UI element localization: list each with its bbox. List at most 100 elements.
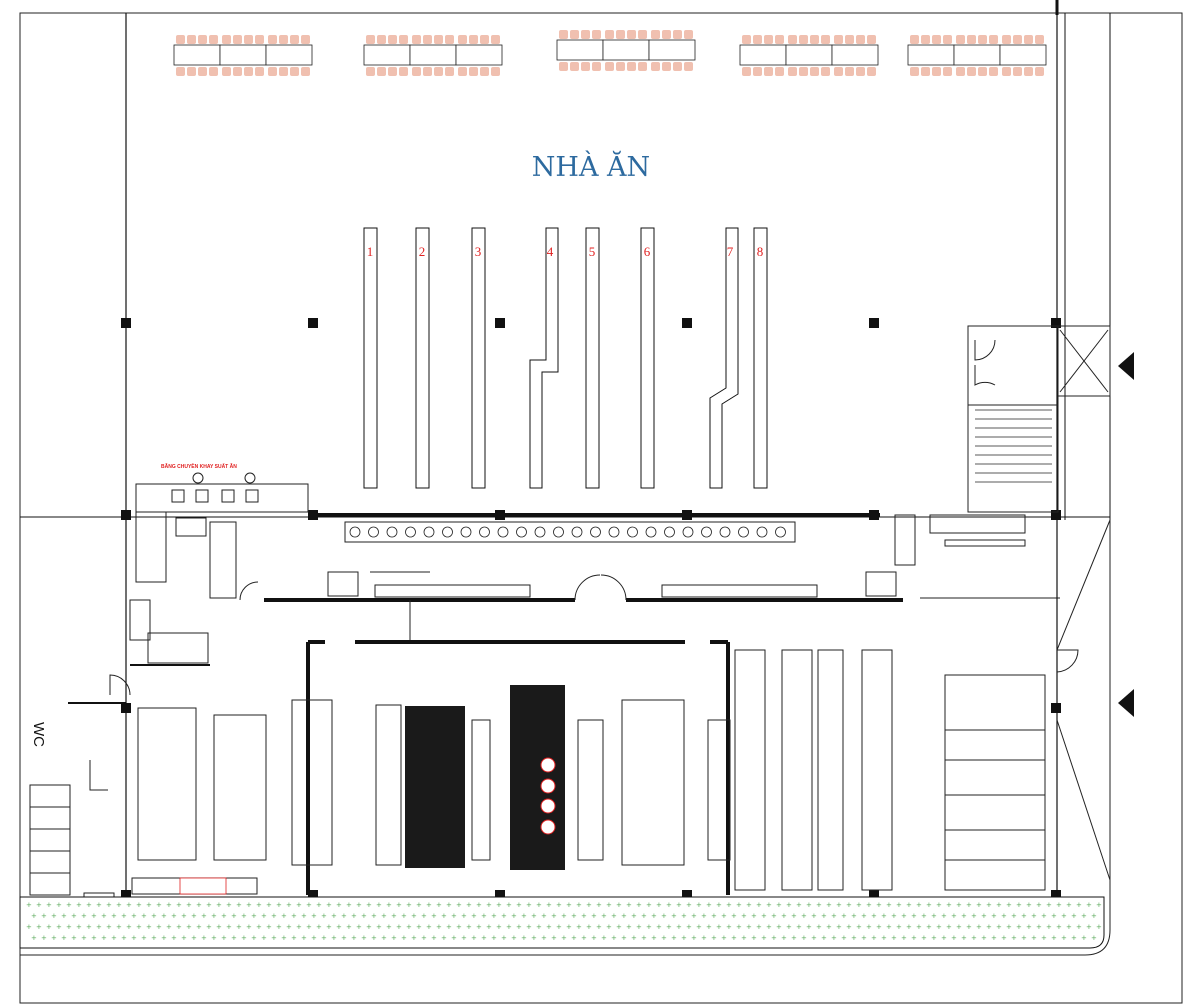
svg-text:+: + (976, 923, 982, 931)
svg-text:+: + (836, 923, 842, 931)
svg-text:+: + (1041, 934, 1047, 942)
svg-text:+: + (1011, 912, 1017, 920)
svg-text:+: + (1051, 934, 1057, 942)
svg-text:+: + (511, 912, 517, 920)
svg-text:+: + (646, 923, 652, 931)
svg-text:+: + (316, 923, 322, 931)
svg-text:+: + (131, 912, 137, 920)
svg-text:+: + (461, 912, 467, 920)
svg-text:+: + (756, 901, 762, 909)
svg-text:+: + (451, 934, 457, 942)
svg-text:+: + (151, 912, 157, 920)
svg-text:+: + (71, 934, 77, 942)
svg-text:+: + (46, 901, 52, 909)
svg-text:+: + (406, 923, 412, 931)
svg-text:+: + (841, 912, 847, 920)
svg-text:+: + (186, 901, 192, 909)
svg-text:+: + (671, 912, 677, 920)
svg-text:+: + (701, 934, 707, 942)
svg-text:+: + (1071, 934, 1077, 942)
svg-text:+: + (266, 901, 272, 909)
svg-text:+: + (181, 934, 187, 942)
svg-text:+: + (401, 934, 407, 942)
svg-text:+: + (1076, 901, 1082, 909)
tray-conveyor: BĂNG CHUYỀN KHAY SUẤT ĂN (135, 463, 309, 513)
svg-text:+: + (216, 901, 222, 909)
svg-text:+: + (1066, 923, 1072, 931)
svg-text:+: + (846, 901, 852, 909)
svg-text:+: + (591, 934, 597, 942)
svg-text:+: + (736, 901, 742, 909)
svg-text:+: + (566, 923, 572, 931)
svg-text:+: + (501, 934, 507, 942)
svg-text:+: + (166, 901, 172, 909)
svg-text:+: + (631, 912, 637, 920)
svg-text:+: + (791, 912, 797, 920)
svg-text:+: + (361, 934, 367, 942)
svg-text:+: + (516, 901, 522, 909)
svg-text:+: + (301, 912, 307, 920)
svg-text:+: + (436, 923, 442, 931)
svg-text:+: + (1061, 912, 1067, 920)
svg-text:+: + (656, 923, 662, 931)
svg-text:+: + (56, 901, 62, 909)
svg-text:+: + (66, 923, 72, 931)
svg-text:+: + (1001, 912, 1007, 920)
svg-text:+: + (471, 912, 477, 920)
svg-text:+: + (636, 923, 642, 931)
svg-text:+: + (781, 912, 787, 920)
svg-text:+: + (831, 912, 837, 920)
svg-text:+: + (846, 923, 852, 931)
svg-text:+: + (951, 934, 957, 942)
svg-text:+: + (866, 923, 872, 931)
svg-text:+: + (726, 901, 732, 909)
svg-text:+: + (181, 912, 187, 920)
table-group (173, 35, 313, 76)
svg-text:+: + (876, 901, 882, 909)
svg-text:+: + (456, 901, 462, 909)
svg-text:+: + (366, 901, 372, 909)
lane-number: 2 (419, 244, 426, 259)
svg-text:+: + (151, 934, 157, 942)
svg-text:+: + (346, 923, 352, 931)
svg-text:+: + (996, 901, 1002, 909)
svg-text:+: + (851, 912, 857, 920)
svg-text:+: + (206, 901, 212, 909)
svg-text:+: + (746, 923, 752, 931)
svg-text:+: + (766, 901, 772, 909)
svg-text:+: + (1076, 923, 1082, 931)
svg-text:+: + (706, 901, 712, 909)
svg-text:+: + (451, 912, 457, 920)
svg-text:+: + (196, 923, 202, 931)
entrance-markers (1118, 352, 1134, 717)
svg-text:+: + (776, 923, 782, 931)
svg-text:+: + (106, 901, 112, 909)
svg-text:+: + (356, 923, 362, 931)
svg-text:+: + (796, 901, 802, 909)
svg-text:+: + (491, 912, 497, 920)
svg-text:+: + (281, 934, 287, 942)
cooking-equipment (291, 685, 731, 870)
svg-text:+: + (951, 912, 957, 920)
svg-text:+: + (956, 923, 962, 931)
svg-text:+: + (476, 901, 482, 909)
svg-text:+: + (171, 934, 177, 942)
svg-text:+: + (481, 934, 487, 942)
svg-text:+: + (686, 923, 692, 931)
table-group (739, 35, 879, 76)
svg-text:+: + (851, 934, 857, 942)
lane-number: 8 (757, 244, 764, 259)
svg-text:+: + (91, 912, 97, 920)
svg-text:+: + (341, 934, 347, 942)
svg-text:+: + (96, 923, 102, 931)
svg-text:+: + (561, 912, 567, 920)
svg-text:+: + (641, 912, 647, 920)
svg-text:+: + (931, 912, 937, 920)
svg-text:+: + (141, 912, 147, 920)
svg-text:+: + (111, 934, 117, 942)
svg-text:+: + (441, 934, 447, 942)
svg-text:+: + (611, 934, 617, 942)
svg-text:+: + (246, 923, 252, 931)
svg-text:+: + (966, 923, 972, 931)
svg-text:+: + (811, 934, 817, 942)
